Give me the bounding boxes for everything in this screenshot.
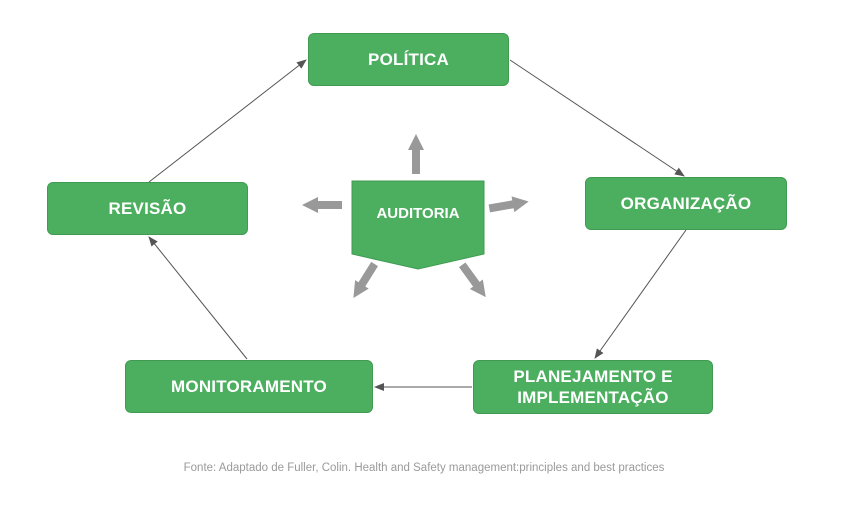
- node-planejamento-label-line2: IMPLEMENTAÇÃO: [517, 388, 669, 407]
- audit-arrow-up: [408, 134, 424, 174]
- audit-arrow-right: [488, 196, 529, 213]
- source-caption: Fonte: Adaptado de Fuller, Colin. Health…: [183, 462, 665, 474]
- node-politica: POLÍTICA: [308, 33, 509, 86]
- connector-monitoramento-revisao: [148, 236, 248, 360]
- auditoria-shape: [351, 180, 485, 270]
- connector-revisao-politica: [148, 59, 307, 183]
- auditoria-label: AUDITORIA: [376, 205, 460, 222]
- node-politica-label: POLÍTICA: [368, 50, 449, 69]
- audit-arrow-left: [302, 197, 342, 213]
- connector-organizacao-planejamento: [594, 229, 687, 359]
- connector-politica-organizacao: [509, 59, 685, 177]
- node-monitoramento: MONITORAMENTO: [125, 360, 373, 413]
- node-monitoramento-label: MONITORAMENTO: [171, 377, 327, 396]
- node-planejamento-label-line1: PLANEJAMENTO E: [513, 367, 673, 386]
- node-organizacao-label: ORGANIZAÇÃO: [620, 194, 752, 213]
- node-revisao: REVISÃO: [47, 182, 248, 235]
- audit-arrow-lower-left: [353, 261, 378, 298]
- node-organizacao: ORGANIZAÇÃO: [585, 177, 787, 230]
- audit-arrow-lower-right: [459, 262, 486, 298]
- node-planejamento-implementacao: PLANEJAMENTO E IMPLEMENTAÇÃO: [473, 360, 713, 414]
- node-revisao-label: REVISÃO: [108, 199, 187, 218]
